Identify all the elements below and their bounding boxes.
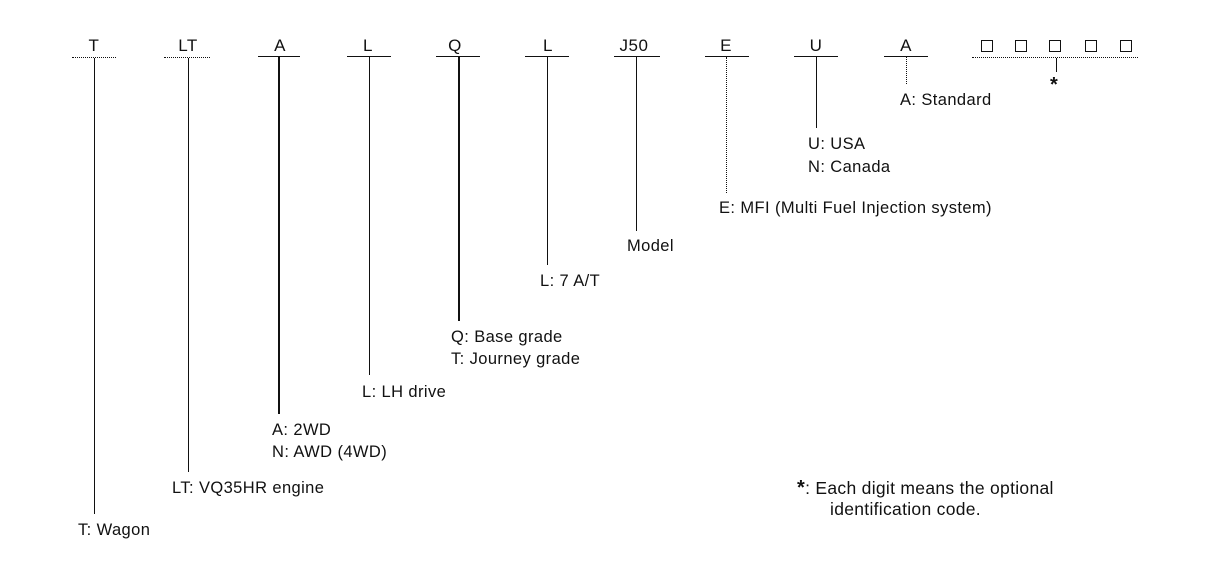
- label-pos3-line1: A: 2WD: [272, 421, 332, 439]
- label-pos10-line1: A: Standard: [900, 91, 992, 109]
- label-pos7-line1: Model: [627, 237, 674, 255]
- leader-pos10: [906, 57, 907, 84]
- leader-pos7: [636, 57, 637, 231]
- footnote-line1: : Each digit means the optional: [805, 478, 1054, 498]
- label-pos5-line2: T: Journey grade: [451, 350, 581, 368]
- footnote: *: Each digit means the optional identif…: [797, 478, 1054, 520]
- leader-pos2: [188, 58, 189, 472]
- code-pos3: A: [274, 36, 286, 55]
- optional-code-box-3: [1049, 40, 1061, 52]
- underline-pos2: [164, 57, 210, 58]
- leader-pos5: [458, 57, 460, 321]
- optional-code-box-2: [1015, 40, 1027, 52]
- optional-code-box-1: [981, 40, 993, 52]
- underline-pos10: [884, 56, 928, 57]
- underline-pos6: [525, 56, 569, 57]
- code-pos1: T: [88, 36, 100, 55]
- optional-code-box-4: [1085, 40, 1097, 52]
- code-pos8: E: [720, 36, 732, 55]
- label-pos9-line2: N: Canada: [808, 158, 891, 176]
- leader-pos8: [726, 57, 727, 193]
- underline-pos9: [794, 56, 838, 57]
- underline-pos4: [347, 56, 391, 57]
- underline-pos1: [72, 57, 116, 58]
- code-pos6: L: [543, 36, 553, 55]
- leader-optional-codes: [1056, 58, 1057, 72]
- underline-pos5: [436, 56, 480, 57]
- label-pos2-line1: LT: VQ35HR engine: [172, 479, 325, 497]
- code-pos7: J50: [619, 36, 649, 55]
- label-pos3-line2: N: AWD (4WD): [272, 443, 388, 461]
- underline-pos8: [705, 56, 749, 57]
- underline-optional-codes: [972, 57, 1138, 58]
- asterisk-marker: *: [1050, 74, 1058, 96]
- code-pos2: LT: [178, 36, 198, 55]
- code-pos10: A: [900, 36, 912, 55]
- leader-pos1: [94, 58, 95, 514]
- code-pos9: U: [809, 36, 823, 55]
- leader-pos6: [547, 57, 548, 265]
- label-pos6-line1: L: 7 A/T: [540, 272, 601, 290]
- optional-code-box-5: [1120, 40, 1132, 52]
- leader-pos3: [278, 57, 280, 414]
- label-pos9-line1: U: USA: [808, 135, 866, 153]
- code-pos4: L: [363, 36, 373, 55]
- leader-pos4: [369, 57, 370, 375]
- footnote-line2: identification code.: [830, 499, 981, 519]
- label-pos5-line1: Q: Base grade: [451, 328, 563, 346]
- leader-pos9: [816, 57, 817, 128]
- underline-pos3: [258, 56, 300, 57]
- label-pos4-line1: L: LH drive: [362, 383, 447, 401]
- label-pos1-line1: T: Wagon: [78, 521, 151, 539]
- label-pos8-line1: E: MFI (Multi Fuel Injection system): [719, 199, 992, 217]
- underline-pos7: [614, 56, 660, 57]
- code-pos5: Q: [448, 36, 462, 55]
- footnote-asterisk: *: [797, 477, 806, 499]
